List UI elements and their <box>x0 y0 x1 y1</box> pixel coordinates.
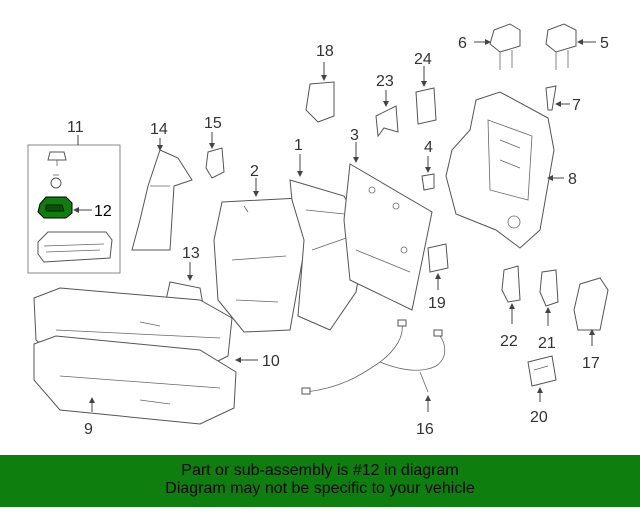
callout-14: 14 <box>150 121 168 138</box>
bolt-part <box>50 174 62 189</box>
part-7-headrest-guide: 7 <box>545 85 581 114</box>
armrest-cover-part <box>37 231 113 263</box>
part-23-bracket: 23 <box>375 73 399 138</box>
callout-22: 22 <box>500 333 518 350</box>
callout-16: 16 <box>416 421 434 438</box>
callout-6: 6 <box>458 35 467 52</box>
part-18-hinge-cover: 18 <box>305 43 335 123</box>
callout-12: 12 <box>94 203 112 220</box>
callout-21: 21 <box>538 335 556 352</box>
callout-5: 5 <box>600 35 609 52</box>
callout-1: 1 <box>294 137 303 154</box>
callout-11: 11 <box>67 119 84 136</box>
part-2-seatback: 2 <box>213 163 307 333</box>
info-banner: Part or sub-assembly is #12 in diagram D… <box>0 455 640 507</box>
callout-17: 17 <box>582 355 600 372</box>
parts-diagram: 11 12 14 15 <box>27 23 609 438</box>
part-17-side-cover: 17 <box>573 277 609 372</box>
part-20-buckle: 20 <box>527 355 557 426</box>
banner-line-2: Diagram may not be specific to your vehi… <box>165 480 475 497</box>
callout-20: 20 <box>530 409 548 426</box>
part-4-clip: 4 <box>421 139 435 191</box>
callout-18: 18 <box>316 43 334 60</box>
callout-4: 4 <box>424 139 433 156</box>
clip-part <box>47 151 67 166</box>
callout-13: 13 <box>182 245 200 262</box>
part-9-cushion-pad: 9 <box>33 335 237 438</box>
part-12-highlighted[interactable] <box>37 196 73 219</box>
callout-8: 8 <box>568 171 577 188</box>
callout-23: 23 <box>376 73 394 90</box>
part-11-group: 11 12 <box>27 119 121 274</box>
part-24-latch-cover: 24 <box>414 51 437 125</box>
part-5-headrest: 5 <box>545 23 609 70</box>
part-8-seat-frame: 8 <box>445 91 577 249</box>
part-6-headrest: 6 <box>458 23 521 70</box>
banner-line-1: Part or sub-assembly is #12 in diagram <box>181 462 459 479</box>
part-22-hinge-bracket: 22 <box>500 265 521 350</box>
part-3-back-panel: 3 <box>343 127 433 311</box>
callout-7: 7 <box>572 97 581 114</box>
part-21-hinge-bracket: 21 <box>538 269 559 352</box>
callout-9: 9 <box>84 421 93 438</box>
part-14-side-trim: 14 <box>131 121 193 251</box>
part-16-wire-harness: 16 <box>301 319 446 438</box>
callout-10: 10 <box>262 353 280 370</box>
callout-2: 2 <box>250 163 259 180</box>
part-15-bracket: 15 <box>204 115 225 179</box>
callout-24: 24 <box>414 51 432 68</box>
callout-3: 3 <box>350 127 359 144</box>
callout-15: 15 <box>204 115 222 132</box>
callout-19: 19 <box>428 295 446 312</box>
part-19-module: 19 <box>427 243 449 312</box>
